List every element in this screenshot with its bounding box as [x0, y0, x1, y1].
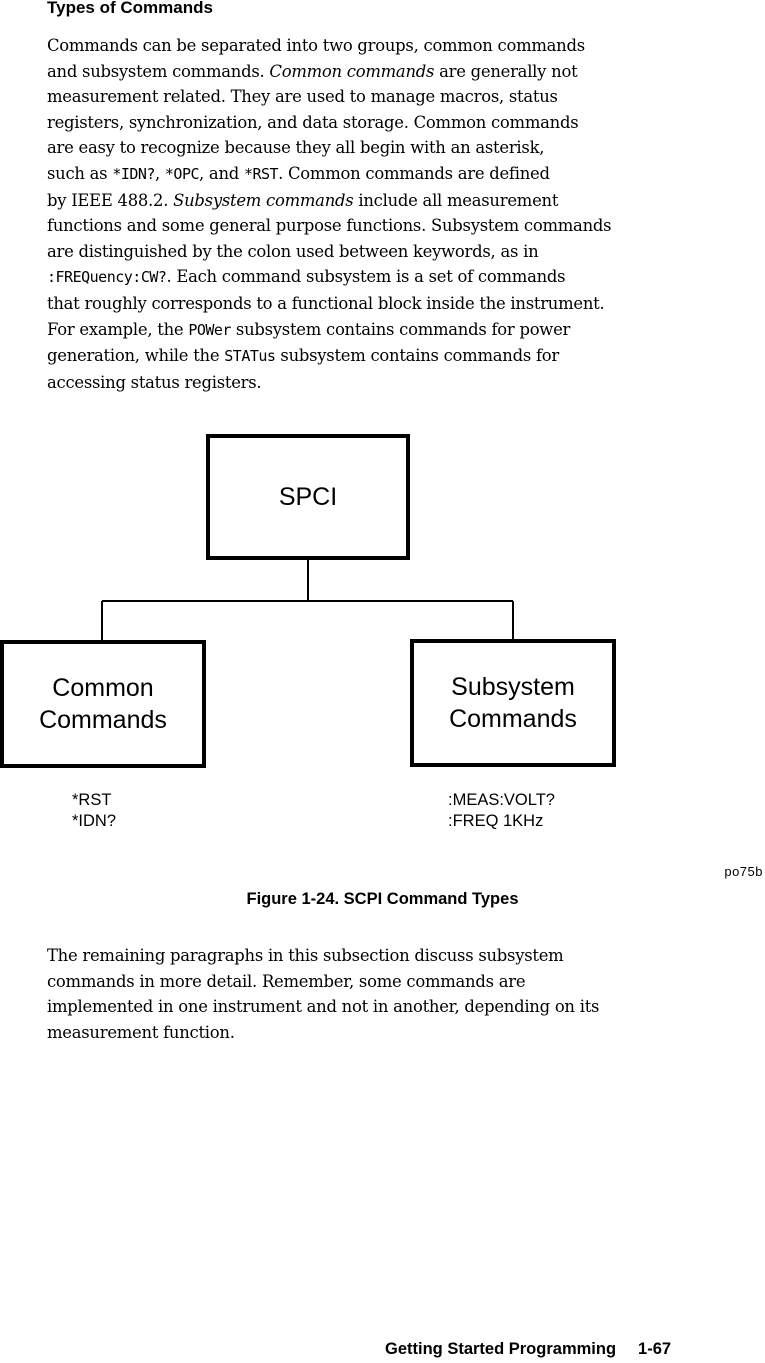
intro-line: generation, while the STATus subsystem c…: [47, 346, 559, 366]
intro-line: functions and some general purpose funct…: [47, 216, 612, 236]
intro-line: registers, synchronization, and data sto…: [47, 112, 579, 132]
code-frequency-cw: :FREQuency:CW?: [47, 268, 167, 287]
intro-line: and subsystem commands. Common commands …: [47, 61, 578, 81]
example-idn: *IDN?: [72, 812, 117, 830]
footer-section-title: Getting Started Programming: [385, 1340, 617, 1358]
common-commands-label-line1: Common: [52, 674, 154, 702]
intro-line: are distinguished by the colon used betw…: [47, 241, 539, 261]
scpi-box: SPCI: [206, 434, 410, 560]
remaining-line: The remaining paragraphs in this subsect…: [47, 946, 564, 965]
subsystem-commands-box: Subsystem Commands: [410, 639, 616, 767]
intro-line: such as *IDN?, *OPC, and *RST. Common co…: [47, 163, 550, 183]
intro-line: that roughly corresponds to a functional…: [47, 293, 605, 313]
subsystem-commands-term: Subsystem commands: [173, 190, 354, 210]
code-power: POWer: [188, 320, 231, 339]
example-meas-volt: :MEAS:VOLT?: [448, 791, 555, 809]
section-heading: Types of Commands: [47, 0, 213, 17]
intro-line: Commands can be separated into two group…: [47, 36, 585, 55]
intro-line: by IEEE 488.2. Subsystem commands includ…: [47, 190, 559, 210]
code-rst: *RST: [243, 164, 279, 183]
common-commands-box: Common Commands: [0, 640, 206, 768]
page-number: 1-67: [638, 1340, 672, 1358]
intro-line: accessing status registers.: [47, 372, 262, 392]
remaining-line: measurement function.: [47, 1022, 235, 1042]
code-opc: *OPC: [164, 164, 200, 183]
intro-line: For example, the POWer subsystem contain…: [47, 319, 571, 339]
remaining-line: implemented in one instrument and not in…: [47, 997, 600, 1017]
subsystem-command-examples: :MEAS:VOLT? :FREQ 1KHz: [448, 790, 555, 832]
figure-caption: Figure 1-24. SCPI Command Types: [246, 890, 519, 908]
scpi-box-label: SPCI: [278, 483, 338, 511]
subsystem-commands-label-line1: Subsystem: [451, 673, 575, 701]
intro-line: :FREQuency:CW?. Each command subsystem i…: [47, 267, 566, 287]
page-footer: Getting Started Programming 1-67: [385, 1340, 671, 1359]
example-freq: :FREQ 1KHz: [448, 812, 544, 830]
example-rst: *RST: [72, 791, 112, 809]
remaining-paragraph: The remaining paragraphs in this subsect…: [47, 943, 599, 1045]
code-status: STATus: [224, 347, 276, 366]
remaining-line: commands in more detail. Remember, some …: [47, 971, 526, 991]
subsystem-commands-label-line2: Commands: [449, 705, 577, 733]
common-commands-label-line2: Commands: [39, 706, 167, 734]
code-idn: *IDN?: [112, 164, 155, 183]
intro-line: measurement related. They are used to ma…: [47, 87, 558, 107]
common-command-examples: *RST *IDN?: [72, 790, 116, 832]
intro-line: are easy to recognize because they all b…: [47, 138, 545, 158]
intro-paragraph: Commands can be separated into two group…: [47, 33, 612, 395]
common-commands-term: Common commands: [269, 61, 435, 81]
artwork-code: po75b: [724, 864, 763, 879]
